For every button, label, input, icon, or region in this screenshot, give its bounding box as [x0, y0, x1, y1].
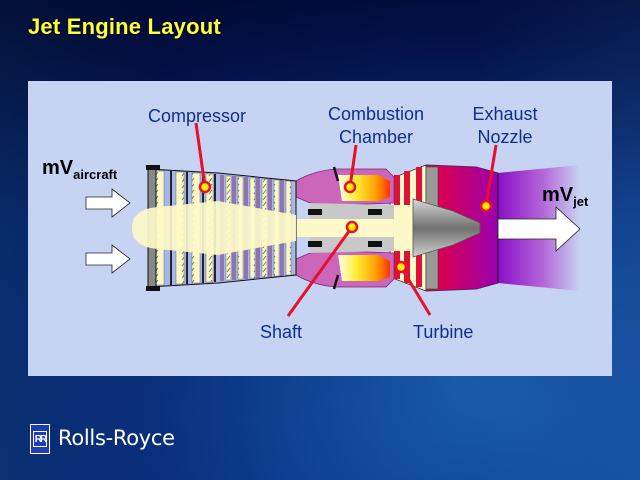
markers: [198, 180, 493, 274]
spinner-hub: [132, 201, 296, 255]
brand-name: Rolls-Royce: [58, 426, 175, 450]
leader-turbine: [399, 266, 432, 316]
combustion-flame-lower: [338, 255, 390, 281]
label-compressor: Compressor: [148, 106, 247, 126]
leader-shaft: [286, 226, 354, 317]
leader-compressor: [194, 122, 207, 188]
rolls-royce-logo-icon: RR: [30, 424, 50, 454]
diagram-panel: Compressor Combustion Chamber Exhaust No…: [28, 81, 612, 376]
jet-engine-diagram: [85, 122, 581, 317]
label-turbine: Turbine: [413, 322, 474, 342]
label-exhaust-nozzle: Exhaust Nozzle: [472, 104, 538, 147]
label-mv-aircraft: mVaircraft: [42, 157, 118, 182]
jet-arrow: [497, 206, 581, 252]
marker-exhaust: [479, 199, 493, 213]
marker-shaft: [345, 220, 359, 234]
intake-arrow-lower: [85, 244, 131, 274]
leader-lines: [194, 122, 498, 317]
marker-compressor: [198, 180, 212, 194]
marker-turbine: [394, 260, 408, 274]
marker-combustion: [343, 180, 357, 194]
slide-title: Jet Engine Layout: [28, 14, 221, 39]
label-mv-jet: mVjet: [542, 184, 589, 209]
label-shaft: Shaft: [260, 322, 303, 342]
leader-exhaust: [484, 144, 498, 207]
leader-combustion: [348, 144, 358, 188]
intake-arrow-upper: [85, 188, 131, 218]
exhaust-cone: [412, 198, 481, 258]
shaft: [288, 219, 396, 237]
label-combustion-chamber: Combustion Chamber: [327, 104, 425, 147]
